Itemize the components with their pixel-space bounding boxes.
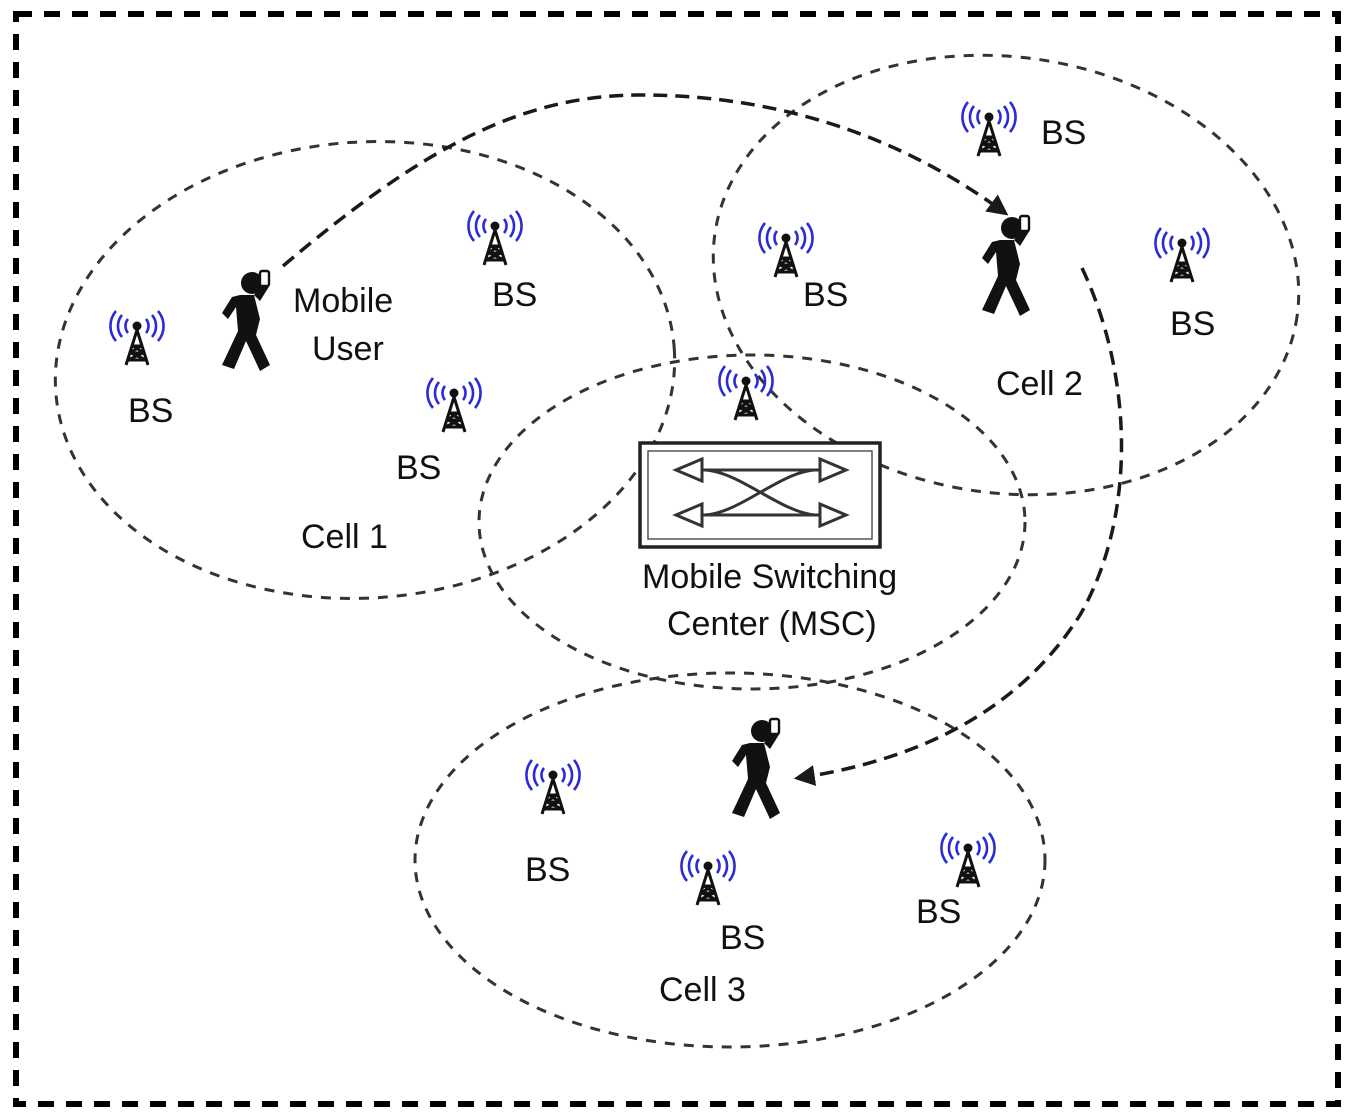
- cell-msc-boundary: [477, 353, 1027, 691]
- bs-label: BS: [396, 449, 441, 487]
- bs-label: BS: [1041, 114, 1086, 152]
- base-station-icon: [679, 849, 737, 907]
- bs-label: BS: [1170, 305, 1215, 343]
- base-station-icon: [717, 364, 775, 422]
- movement-path-cell2-to-cell3: [793, 267, 1124, 786]
- bs-label: BS: [916, 893, 961, 931]
- msc-label: Mobile Switching: [642, 558, 897, 596]
- cell-1-boundary: [53, 140, 677, 600]
- base-station-icon: [1153, 226, 1211, 284]
- bs-label: BS: [525, 851, 570, 889]
- movement-path-cell1-to-cell2: [281, 93, 1009, 268]
- mobile-user-icon: [730, 717, 782, 821]
- bs-label: BS: [720, 919, 765, 957]
- cell-3-label: Cell 3: [659, 971, 746, 1009]
- base-station-icon: [960, 100, 1018, 158]
- bs-label: BS: [492, 276, 537, 314]
- cell-2-label: Cell 2: [996, 365, 1083, 403]
- base-station-icon: [524, 758, 582, 816]
- mobile-user-label: Mobile: [293, 282, 393, 320]
- base-station-icon: [939, 831, 997, 889]
- switch-icon: [638, 441, 882, 549]
- base-station-icon: [425, 376, 483, 434]
- cell-1-label: Cell 1: [301, 518, 388, 556]
- mobile-user-label: User: [312, 330, 384, 368]
- bs-label: BS: [128, 392, 173, 430]
- bs-label: BS: [803, 276, 848, 314]
- base-station-icon: [108, 309, 166, 367]
- cell-3-boundary: [413, 671, 1047, 1049]
- mobile-user-icon: [980, 214, 1032, 318]
- base-station-icon: [466, 209, 524, 267]
- cell-2-boundary: [711, 53, 1301, 497]
- base-station-icon: [757, 221, 815, 279]
- msc-label: Center (MSC): [667, 605, 877, 643]
- mobile-user-icon: [220, 269, 272, 373]
